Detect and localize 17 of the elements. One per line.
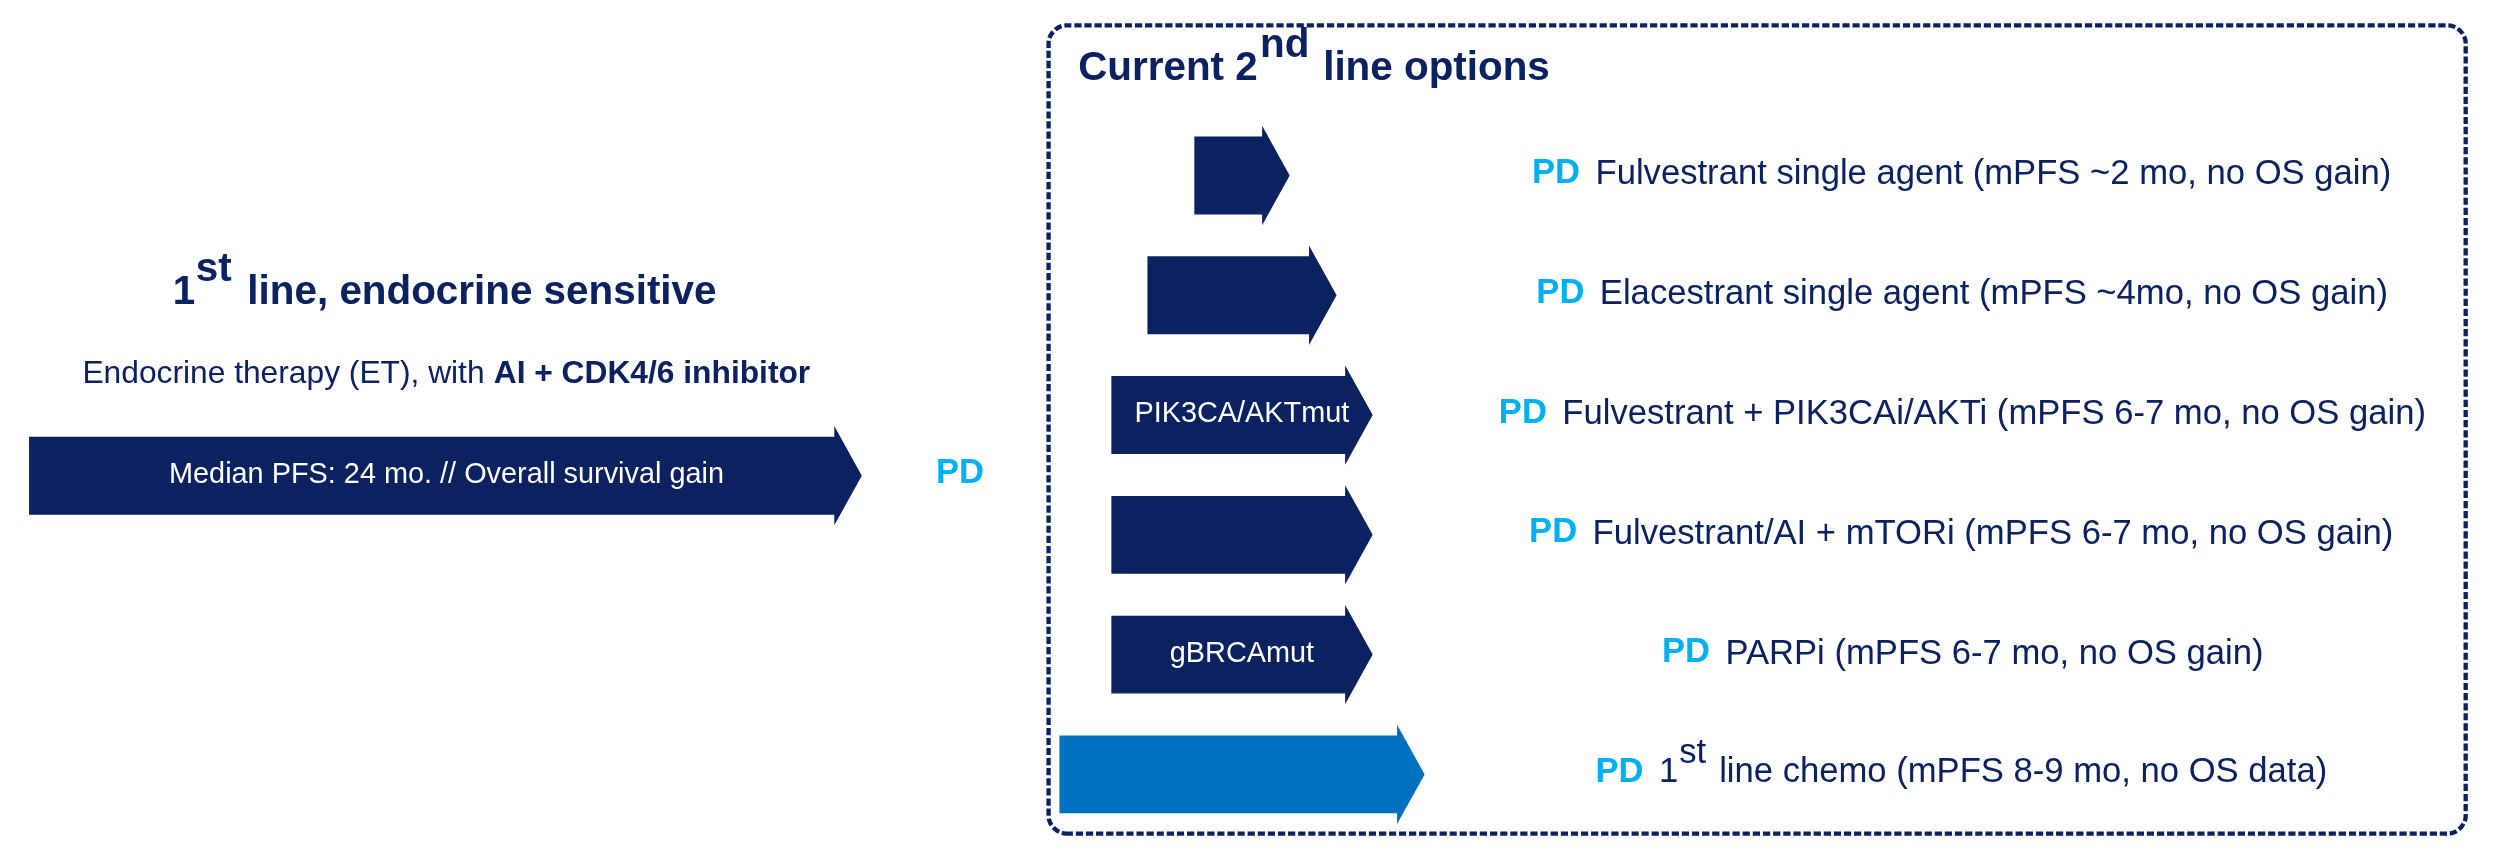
node-label: Fulvestrant single agent (mPFS ~2 mo, no OS gain) xyxy=(1595,153,2391,192)
node-text: PD xyxy=(1535,271,1584,310)
node-arrow xyxy=(1058,724,1425,825)
node-text: PD xyxy=(1498,391,1547,430)
node-text: PD xyxy=(1531,152,1580,191)
node-text: PD xyxy=(935,452,984,491)
node-text: PD xyxy=(1528,511,1577,550)
node-text: PD xyxy=(1661,631,1710,670)
node-label: Fulvestrant + PIK3CAi/AKTi (mPFS 6-7 mo, no OS gain) xyxy=(1561,393,2426,432)
node-arrow xyxy=(1193,125,1290,226)
node-text: PD xyxy=(1595,750,1644,789)
node-arrow xyxy=(1110,485,1373,585)
node-label: Elacestrant single agent (mPFS ~4mo, no OS gain) xyxy=(1599,273,2388,312)
node-arrow xyxy=(1146,245,1337,345)
label: Endocrine therapy (ET), with AI + CDK4/6 inhibitor xyxy=(81,353,810,390)
node-label: Fulvestrant/AI + mTORi (mPFS 6-7 mo, no OS gain) xyxy=(1592,512,2393,551)
node-label: PARPi (mPFS 6-7 mo, no OS gain) xyxy=(1724,632,2264,671)
